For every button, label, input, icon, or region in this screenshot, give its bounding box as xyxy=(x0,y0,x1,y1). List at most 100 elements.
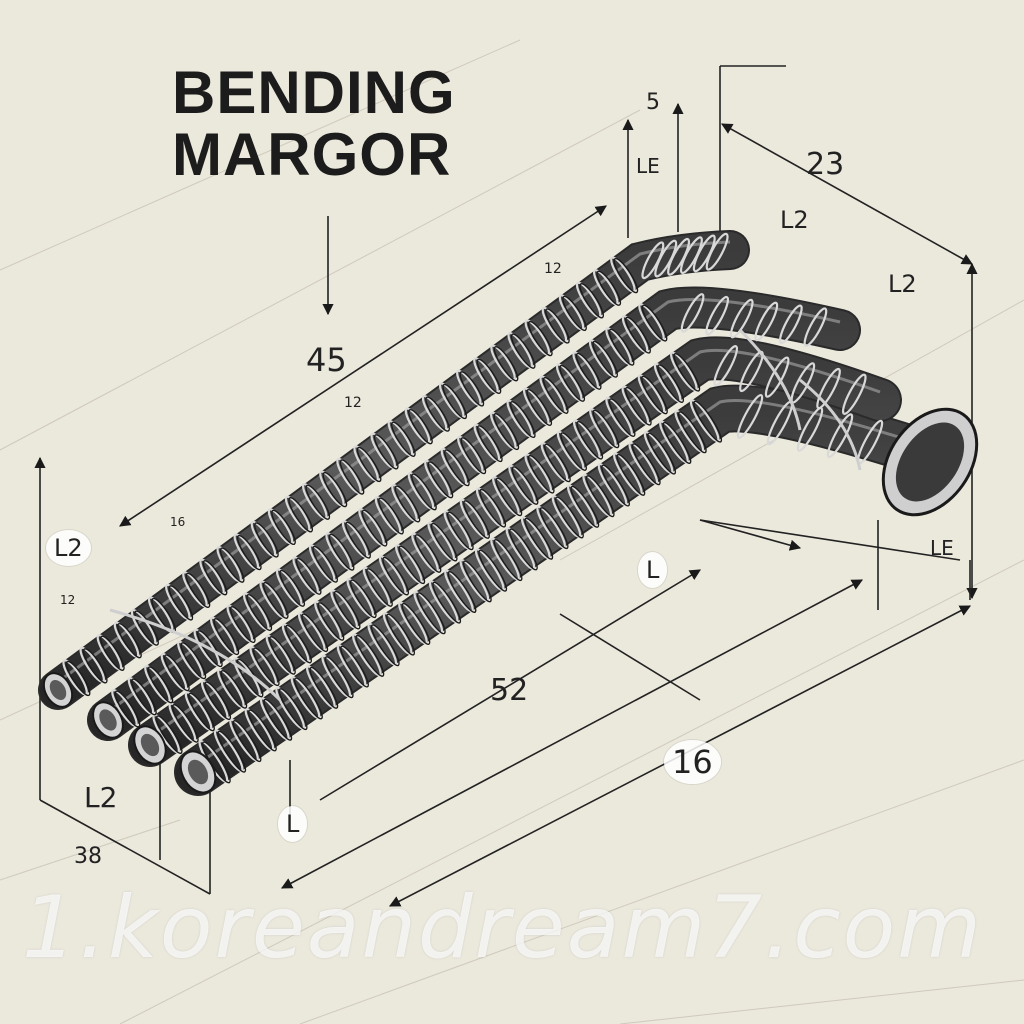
rebar-rib-shadow xyxy=(279,569,306,607)
rebar-rib-shadow xyxy=(82,648,108,684)
rebar-rib-shadow xyxy=(339,459,365,495)
rebar-rib-shadow xyxy=(677,411,707,454)
dimension-line xyxy=(39,799,211,895)
tie-wire xyxy=(109,608,282,702)
rebar-rib-shadow xyxy=(317,602,345,641)
rebar-rib-shadow xyxy=(608,398,636,437)
rebar-rib-shadow xyxy=(425,396,450,432)
rebar-rib-shadow xyxy=(693,400,723,443)
rebar-rib-shadow xyxy=(185,572,211,608)
rebar-rib-shadow xyxy=(411,473,437,511)
rebar-rib-shadow xyxy=(269,636,296,675)
rebar-rib-shadow xyxy=(493,539,523,582)
rebar-rib-shadow xyxy=(460,437,487,475)
rebar-rib-shadow xyxy=(495,477,523,517)
rebar-rib-shadow xyxy=(479,488,507,528)
rebar-rib-shadow xyxy=(673,352,701,392)
rebar-rib-shadow xyxy=(511,466,539,505)
rebar-rib-shadow xyxy=(462,560,492,603)
rebar-rib-shadow xyxy=(305,484,331,520)
rebar-rib xyxy=(778,304,803,345)
rebar-rib-shadow xyxy=(432,581,462,624)
rebar-rib-shadow xyxy=(446,511,474,551)
rebar-rib-shadow xyxy=(596,270,622,306)
rebar-rib-shadow xyxy=(570,485,600,528)
guide-line xyxy=(619,979,1024,1024)
rebar-rib-shadow xyxy=(164,654,190,692)
dim-label-le-top: LE xyxy=(636,154,660,178)
rebar-rib-shadow xyxy=(382,556,410,596)
dimension-line xyxy=(119,205,607,527)
rebar-body xyxy=(40,232,748,708)
rebar-rib-shadow xyxy=(430,522,458,562)
rebar-rib-shadow xyxy=(345,521,371,559)
rebar-rib-shadow xyxy=(309,666,339,709)
dim-label-16: 16 xyxy=(664,740,721,784)
rebar-end-caps xyxy=(42,407,979,794)
rebar-rib-shadow xyxy=(414,534,442,573)
rebar-rib-shadow xyxy=(131,678,157,716)
dim-label-5: 5 xyxy=(646,90,660,115)
rebar-rib-shadow xyxy=(545,308,570,344)
rebar-rib xyxy=(705,232,729,271)
rebar-rib-shadow xyxy=(592,409,620,449)
rebar-rib-shadow xyxy=(147,666,174,704)
rebar-rib-shadow xyxy=(559,364,586,402)
rebar-rib-shadow xyxy=(613,257,639,294)
rebar-rib xyxy=(680,293,705,333)
rebar-rib-shadow xyxy=(662,421,692,464)
rebar-rib-shadow xyxy=(180,642,207,680)
rebar-rib-shadow xyxy=(585,475,615,518)
rebar-rib-shadow xyxy=(647,432,677,475)
rebar-rib-shadow xyxy=(447,570,477,614)
rebar-rib-shadow xyxy=(236,658,264,698)
dim-label-l2-right: L2 xyxy=(888,270,917,298)
title-line-1: BENDING xyxy=(172,59,456,126)
rebar-rib-shadow xyxy=(476,425,503,463)
rebar-rib-shadow xyxy=(560,432,587,471)
rebar-rib-shadow xyxy=(134,610,159,646)
rebar-rib-shadow xyxy=(427,461,454,499)
rebar-rib-shadow xyxy=(204,681,232,721)
rebar-rib-shadow xyxy=(294,677,323,720)
rebar-rib-shadow xyxy=(476,358,502,394)
dim-label-12-tiny: 12 xyxy=(60,593,76,607)
rebar-rib xyxy=(736,394,764,439)
rebar-rib-shadow xyxy=(168,585,194,621)
dim-label-16-tiny: 16 xyxy=(170,515,186,529)
dim-label-l-bottom: L xyxy=(278,806,308,842)
rebar-rib-shadow xyxy=(641,304,668,342)
rebar-rib-shadow xyxy=(229,606,256,644)
rebar-rib-shadow xyxy=(246,593,273,631)
rebar-rib-shadow xyxy=(99,635,125,671)
dim-label-l2-bottom: L2 xyxy=(84,781,118,814)
dimension-line xyxy=(699,519,961,561)
rebar-rib xyxy=(803,307,828,347)
title-line-2: MARGOR xyxy=(172,121,452,188)
dimension-line xyxy=(319,569,701,801)
dim-label-l-mid: L xyxy=(638,552,668,588)
rebar-rib-shadow xyxy=(527,454,555,494)
rebar-end-hole xyxy=(49,679,67,701)
rebar-bundle xyxy=(38,230,979,796)
rebar-rib-shadow xyxy=(366,568,393,607)
dim-label-l2-left: L2 xyxy=(46,530,91,566)
rebar-rib-shadow xyxy=(463,500,490,539)
rebar-rib-shadow xyxy=(219,547,245,583)
rebar-rib-shadow xyxy=(324,656,354,699)
dim-label-38: 38 xyxy=(74,844,102,869)
rebar-rib-shadow xyxy=(288,497,314,533)
rebar-end-hole xyxy=(187,759,209,785)
dim-label-52: 52 xyxy=(490,673,529,708)
rebar-rib-shadow xyxy=(322,471,348,508)
dimension-line xyxy=(699,519,802,551)
rebar-rib-shadow xyxy=(188,692,215,732)
rebar-rib-shadow xyxy=(524,517,554,560)
tie-wire xyxy=(738,328,802,431)
rebar-rib-shadow xyxy=(217,730,247,773)
rebar-rib-shadow xyxy=(155,715,183,755)
rebar-rib-shadow xyxy=(459,371,485,407)
rebar-rib-shadow xyxy=(65,660,91,697)
rebar-rib-shadow xyxy=(263,698,293,741)
rebar-rib-shadow xyxy=(171,704,199,743)
